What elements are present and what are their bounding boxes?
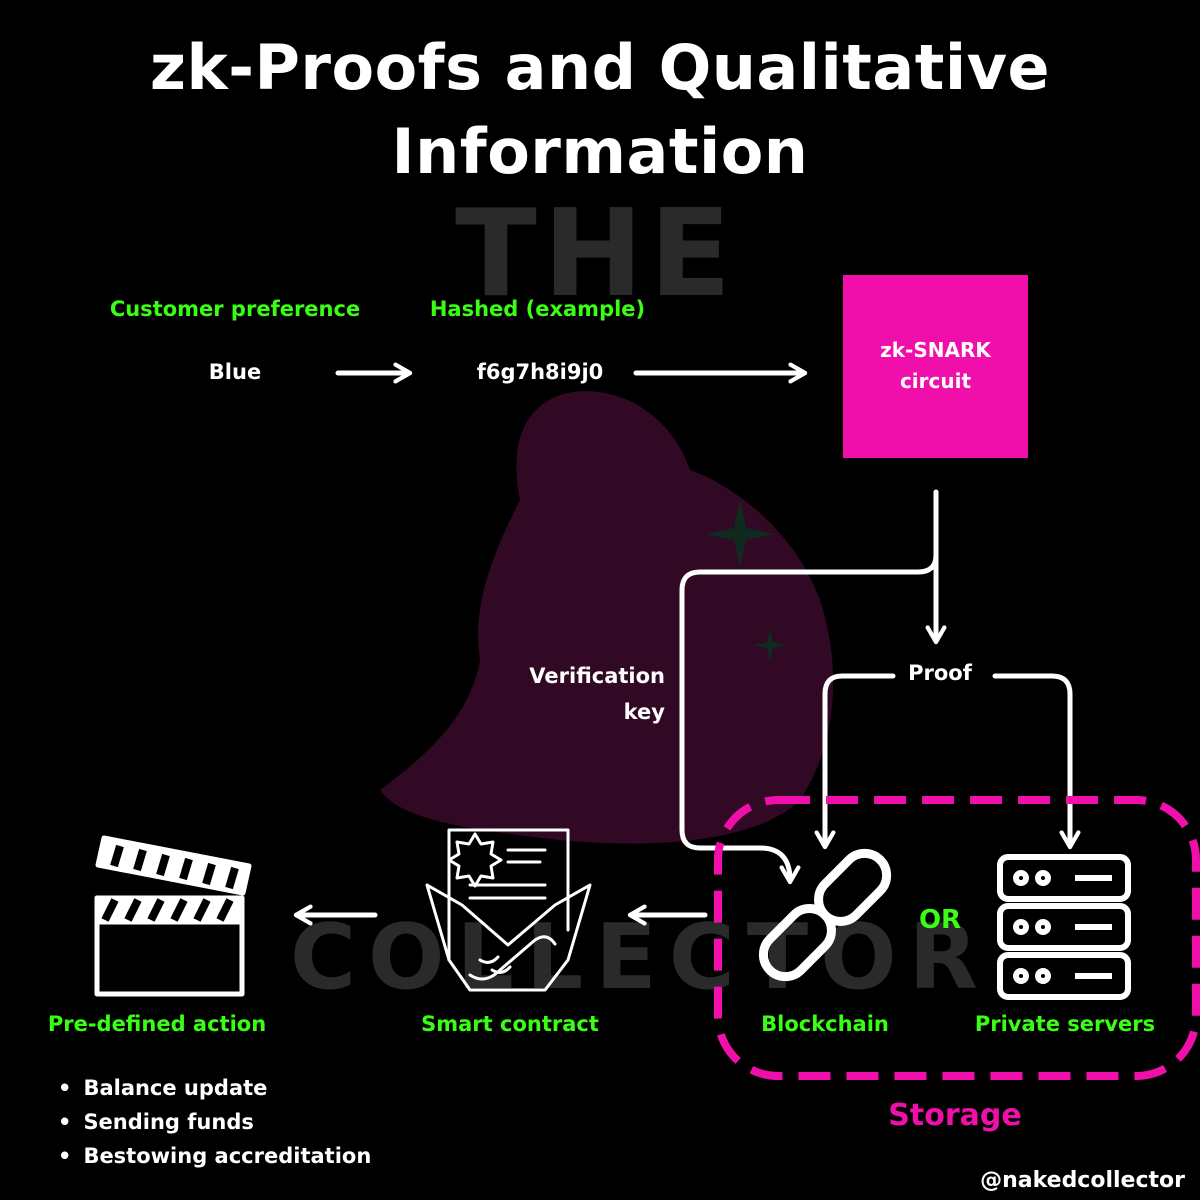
clapperboard-icon <box>94 835 252 997</box>
contract-handshake-icon <box>425 828 592 992</box>
input-value: Blue <box>208 360 262 384</box>
action-item: Bestowing accreditation <box>58 1139 371 1173</box>
verification-key-connector <box>679 552 939 885</box>
predefined-action-label: Pre-defined action <box>47 1012 267 1036</box>
link-chain-icon <box>758 848 892 982</box>
action-item: Sending funds <box>58 1105 371 1139</box>
zk-snark-circuit-box <box>843 275 1028 458</box>
storage-label: Storage <box>888 1098 1022 1133</box>
title-line-2: Information <box>391 115 809 188</box>
hashed-value: f6g7h8i9j0 <box>476 360 604 384</box>
customer-preference-label: Customer preference <box>109 297 361 321</box>
author-handle: @nakedcollector <box>980 1168 1185 1193</box>
or-label: OR <box>918 905 962 935</box>
circuit-line-1: zk-SNARK <box>880 338 991 362</box>
watermark-the: THE <box>455 185 738 324</box>
page-title: zk-Proofs and Qualitative Information <box>0 26 1200 194</box>
private-servers-label: Private servers <box>974 1012 1156 1036</box>
circuit-line-2: circuit <box>899 369 972 393</box>
hashed-label: Hashed (example) <box>429 297 646 321</box>
smart-contract-label: Smart contract <box>421 1012 599 1036</box>
proof-to-servers-connector <box>992 673 1081 850</box>
verification-key-label: Verification key <box>500 658 665 730</box>
blockchain-label: Blockchain <box>761 1012 889 1036</box>
server-stack-icon <box>997 854 1131 1000</box>
actions-list: Balance update Sending funds Bestowing a… <box>58 1071 371 1173</box>
zk-snark-circuit-label: zk-SNARK circuit <box>843 330 1028 392</box>
storage-box <box>714 796 1200 1080</box>
clapperboard-stripes <box>101 844 239 922</box>
proof-to-blockchain-connector <box>814 673 896 850</box>
action-item: Balance update <box>58 1071 371 1105</box>
verification-key-line-2: key <box>623 700 665 724</box>
verification-key-line-1: Verification <box>529 664 665 688</box>
title-line-1: zk-Proofs and Qualitative <box>149 31 1051 104</box>
proof-label: Proof <box>908 661 972 685</box>
